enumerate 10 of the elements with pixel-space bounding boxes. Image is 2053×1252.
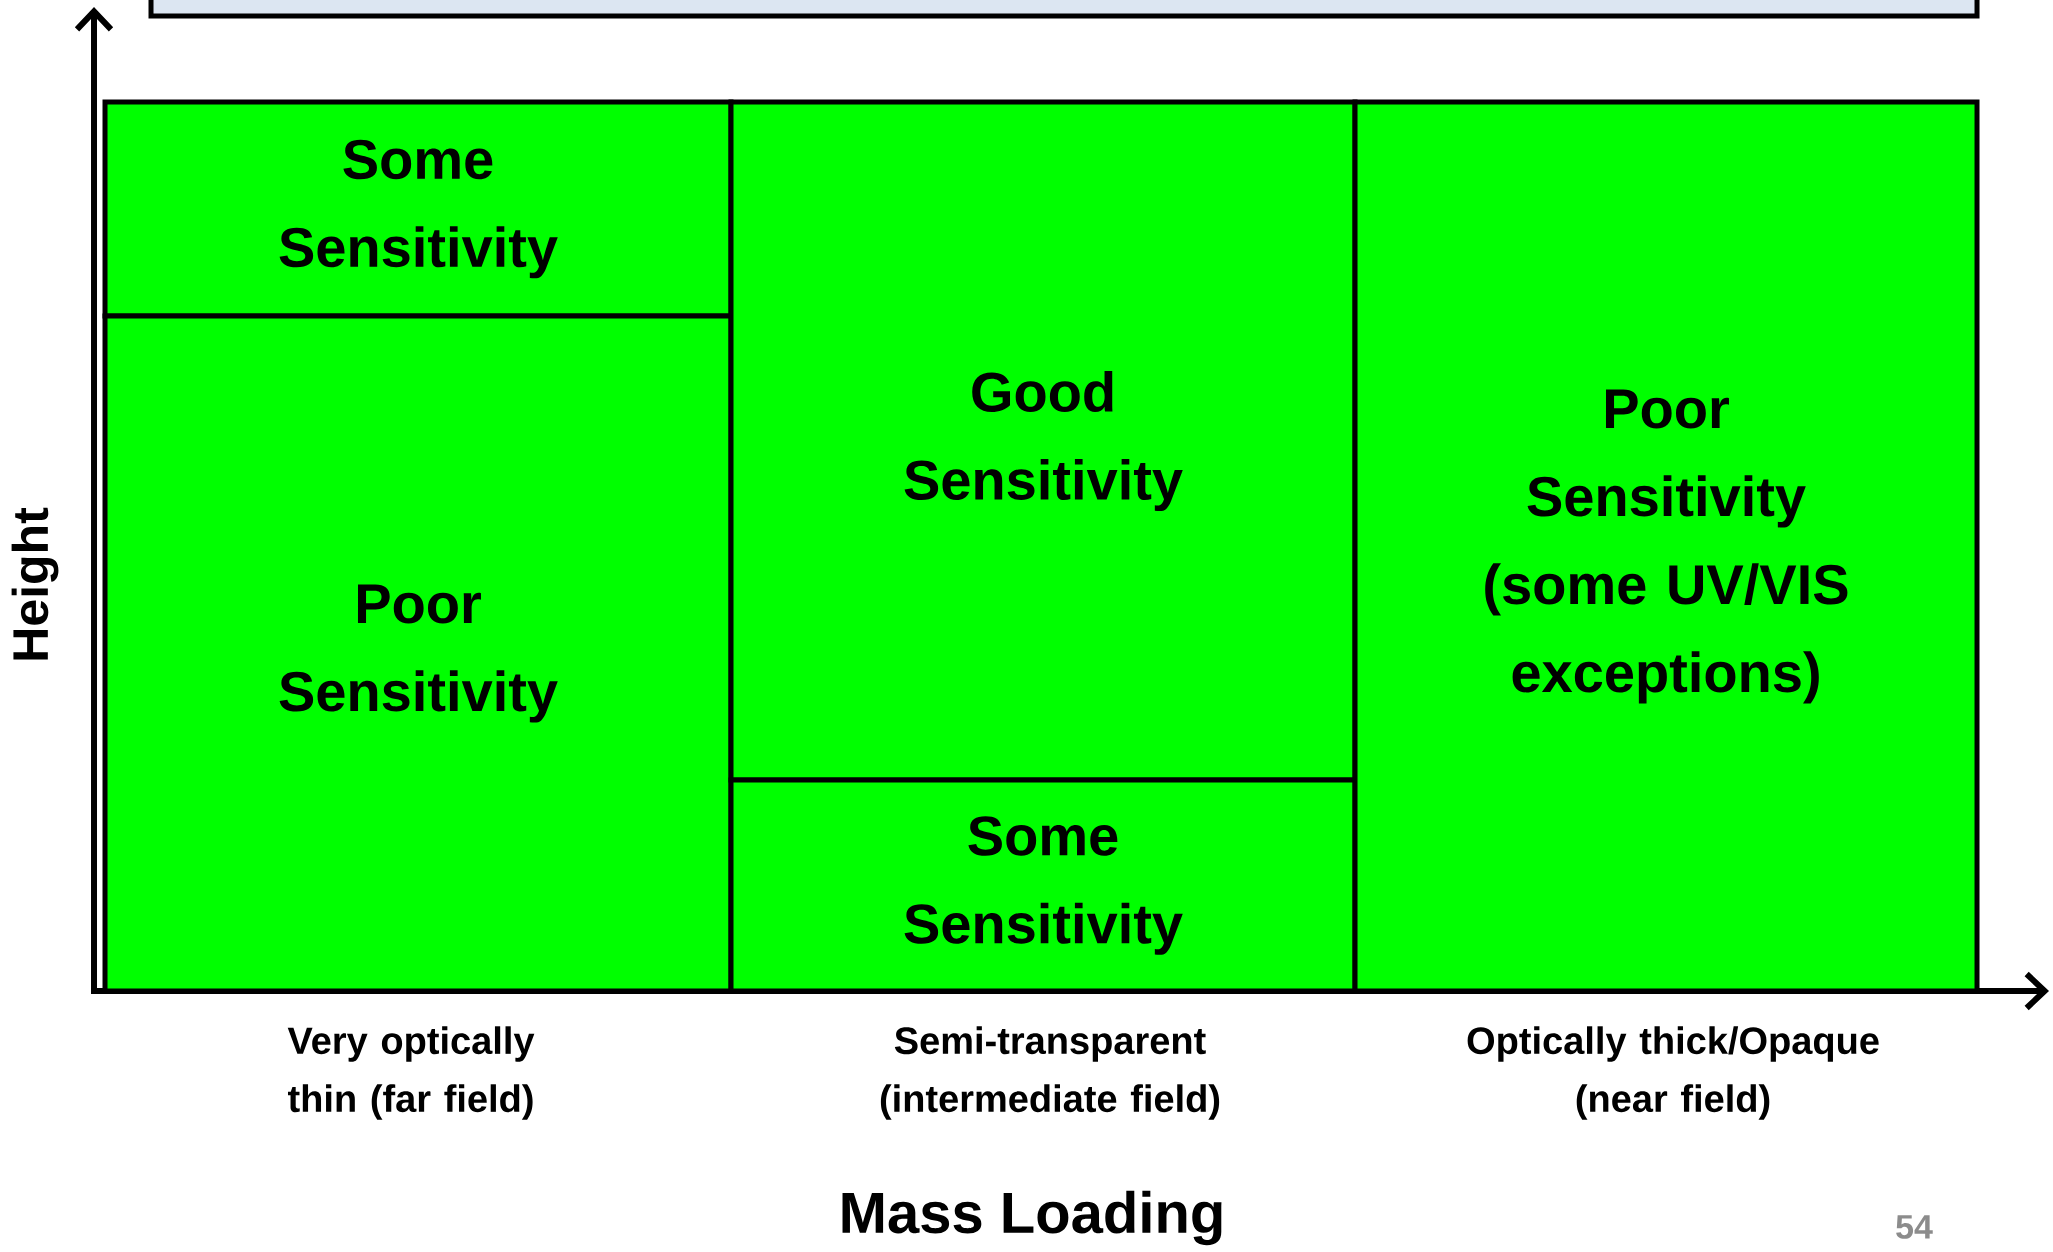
sensitivity-cell: Some Sensitivity <box>728 777 1358 994</box>
sensitivity-cell: Some Sensitivity <box>102 99 734 319</box>
column-label: Very optically thin (far field) <box>287 1026 535 1120</box>
column-label: Semi-transparent (intermediate field) <box>880 1026 1220 1120</box>
page-number: 54 <box>1896 1215 1933 1239</box>
banner-box <box>148 0 1980 19</box>
column-label: Optically thick/Opaque (near field) <box>1467 1026 1879 1120</box>
sensitivity-cell: Poor Sensitivity (some UV/VIS exceptions) <box>1352 99 1980 994</box>
axis-title: Height <box>11 507 59 660</box>
axis-title: Mass Loading <box>842 1190 1222 1246</box>
